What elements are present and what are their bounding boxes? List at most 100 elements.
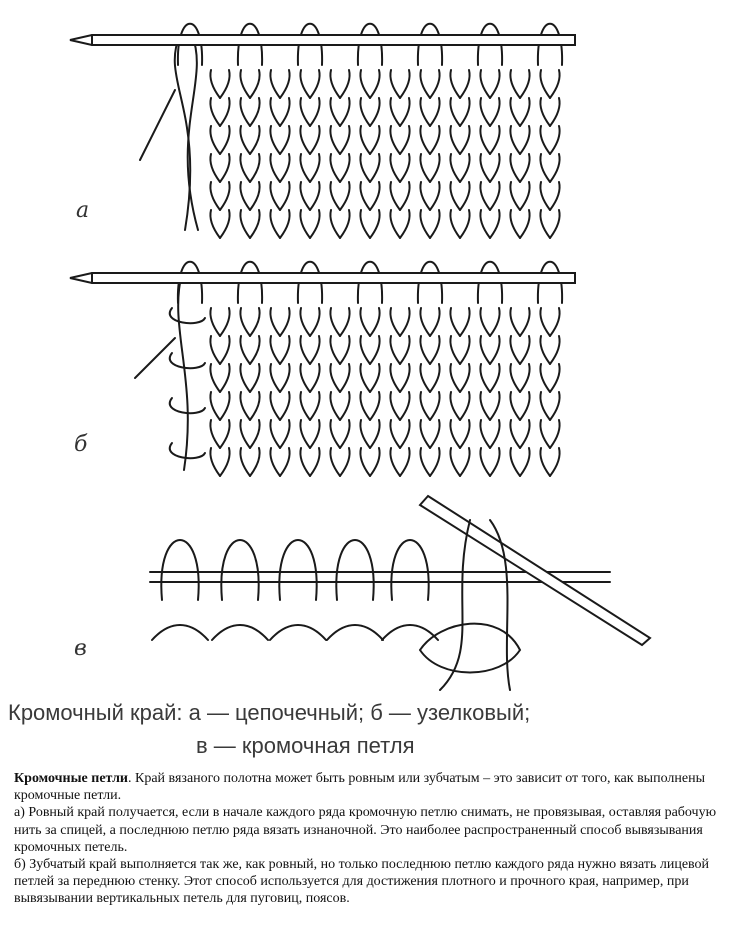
stitch-leg [219,335,231,365]
stitch-leg [449,97,461,127]
stitch-leg [519,209,531,239]
stitch-leg [369,335,381,365]
stitch-leg [239,391,251,421]
stitch-leg [399,125,411,155]
stitch-leg [419,419,431,449]
stitch-leg [309,391,321,421]
stitch-leg [309,363,321,393]
stitch-leg [249,125,261,155]
stitch-leg [509,391,521,421]
stitch-leg [329,69,341,99]
stitch-leg [219,447,231,477]
stitch-leg [299,153,311,183]
stitch-leg [339,125,351,155]
stitch-leg [299,335,311,365]
stitch-leg [479,335,491,365]
stitch-leg [389,181,401,211]
stitch-leg [299,419,311,449]
stitch-leg [519,363,531,393]
stitch-leg [269,447,281,477]
stitch-leg [299,69,311,99]
stitch-leg [459,447,471,477]
stitch-leg [449,335,461,365]
stitch-leg [549,363,561,393]
stitch-leg [479,391,491,421]
stitch-leg [539,181,551,211]
stitch-leg [329,391,341,421]
stitch-leg [219,209,231,239]
stitch-leg [449,307,461,337]
stitch-leg [299,209,311,239]
stitch-leg [249,391,261,421]
stitch-leg [429,363,441,393]
stitch-leg [209,97,221,127]
stitch-leg [359,97,371,127]
stitch-leg [269,209,281,239]
stitch-leg [489,125,501,155]
stitch-leg [329,419,341,449]
stitch-leg [249,419,261,449]
stitch-leg [389,153,401,183]
stitch-leg [209,153,221,183]
stitch-leg [519,181,531,211]
stitch-leg [509,419,521,449]
stitch-leg [479,419,491,449]
stitch-leg [279,391,291,421]
stitch-leg [359,363,371,393]
stitch-leg [269,363,281,393]
stitch-leg [279,125,291,155]
stitch-leg [389,419,401,449]
stitch-loop [296,260,324,304]
stitch-leg [539,209,551,239]
stitch-leg [279,209,291,239]
stitch-leg [369,181,381,211]
stitch-leg [269,181,281,211]
stitch-leg [459,209,471,239]
stitch-leg [519,419,531,449]
stitch-leg [219,363,231,393]
stitch-leg [539,335,551,365]
stitch-leg [369,447,381,477]
stitch-leg [249,97,261,127]
stitch-leg [459,391,471,421]
stitch-leg [269,419,281,449]
stitch-leg [479,125,491,155]
edge-knot [168,352,206,370]
stitch-leg [479,181,491,211]
stitch-loop [416,260,444,304]
stitch-leg [489,69,501,99]
stitch-leg [479,97,491,127]
stitch-leg [239,209,251,239]
stitch-leg [329,181,341,211]
stitch-leg [329,125,341,155]
stitch-leg [269,307,281,337]
stitch-leg [219,181,231,211]
stitch-leg [329,153,341,183]
stitch-leg [339,419,351,449]
stitch-leg [269,335,281,365]
stitch-leg [389,209,401,239]
working-yarn [489,519,511,691]
stitch-leg [339,307,351,337]
stitch-leg [269,97,281,127]
stitch-leg [449,153,461,183]
stitch-leg [339,153,351,183]
stitch-leg [539,125,551,155]
stitch-leg [489,447,501,477]
stitch-leg [459,363,471,393]
stitch-leg [449,391,461,421]
stitch-leg [359,125,371,155]
stitch-leg [309,307,321,337]
stitch-leg [269,153,281,183]
stitch-leg [549,391,561,421]
stitch-leg [239,447,251,477]
stitch-leg [459,307,471,337]
stitch-leg [519,391,531,421]
article-text: Кромочные петли. Край вязаного полотна м… [14,770,719,908]
stitch-leg [549,153,561,183]
stitch-leg [219,153,231,183]
stitch-leg [549,181,561,211]
stitch-leg [309,181,321,211]
stitch-leg [489,363,501,393]
stitch-leg [369,419,381,449]
